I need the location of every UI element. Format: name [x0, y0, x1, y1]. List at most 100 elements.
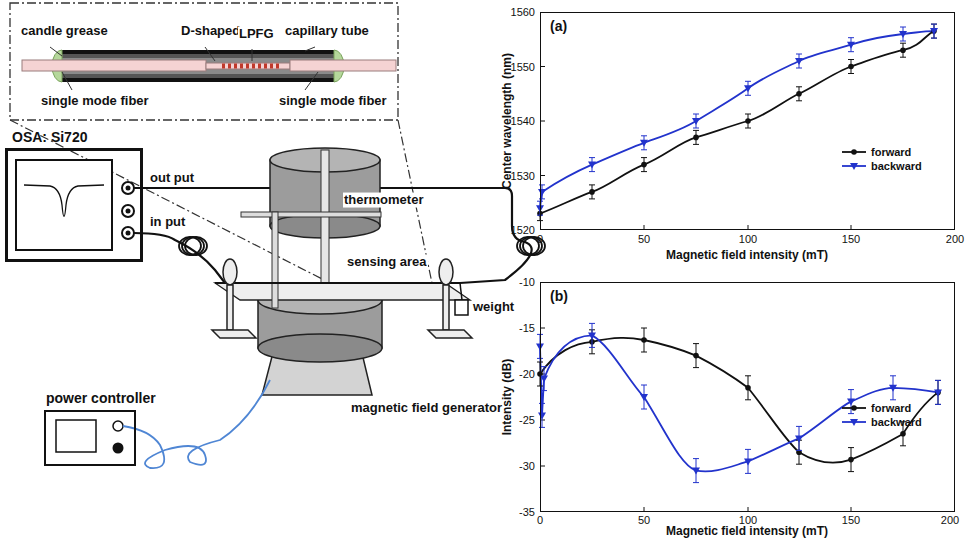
error-bar	[935, 380, 941, 404]
input-fiber	[134, 233, 225, 283]
axis-title: Magnetic field intensity (mT)	[666, 249, 828, 263]
node-heading: power controller	[46, 390, 156, 406]
part-label: weight	[472, 300, 515, 315]
tube-wall	[62, 50, 334, 54]
data-marker	[934, 389, 942, 396]
fiber-coil	[179, 237, 545, 255]
fiber-stand	[212, 259, 472, 338]
single-mode-fiber	[290, 60, 396, 71]
tick-label: 0	[537, 514, 543, 527]
error-bar	[589, 158, 595, 172]
part-label: thermometer	[343, 193, 424, 208]
error-bar	[931, 24, 937, 38]
osa-screen	[16, 160, 112, 250]
error-bar	[848, 38, 854, 52]
port-label: in put	[149, 215, 186, 230]
lpfg-grating	[222, 64, 279, 69]
axis-ticks	[540, 67, 851, 513]
error-bar	[900, 27, 906, 41]
backward-curve	[540, 335, 938, 471]
data-marker	[640, 394, 648, 401]
data-marker	[899, 31, 907, 38]
tick-label: 1530	[511, 169, 535, 182]
error-bar	[541, 367, 547, 391]
error-bar	[931, 24, 937, 38]
data-marker	[744, 458, 752, 465]
data-marker	[692, 118, 700, 125]
data-marker	[588, 332, 596, 339]
spectrum-dip	[24, 185, 104, 217]
error-bar	[796, 87, 802, 101]
data-marker	[744, 85, 752, 92]
chart-frame: (b)	[540, 282, 955, 512]
tick-label: 1560	[511, 6, 535, 19]
tick-label: -30	[519, 460, 535, 473]
node-heading: (a)	[550, 18, 567, 34]
data-marker	[745, 385, 751, 391]
error-bar	[745, 449, 751, 473]
osa-port	[122, 182, 134, 239]
tick-label: 1550	[511, 60, 535, 73]
d-shaped-fiber	[206, 63, 290, 69]
error-bar	[745, 376, 751, 400]
tick-label: 100	[739, 233, 757, 246]
sensing-fiber	[215, 282, 460, 284]
data-marker	[848, 64, 854, 70]
data-marker	[588, 162, 596, 169]
stage-plate	[215, 283, 470, 300]
part-label: magnetic field generator	[350, 401, 503, 416]
chart-frame: (a)	[540, 12, 955, 230]
error-bar	[900, 43, 906, 57]
legend-sample	[842, 152, 866, 422]
data-marker	[848, 457, 854, 463]
data-marker	[693, 135, 699, 141]
node-heading: (b)	[550, 288, 568, 304]
data-marker	[847, 399, 855, 406]
data-marker	[640, 140, 648, 147]
error-bar	[693, 459, 699, 483]
node-heading: OSA: Si720	[12, 129, 87, 145]
error-bar	[693, 130, 699, 144]
error-bar	[641, 328, 647, 352]
error-bar	[693, 114, 699, 128]
data-marker	[589, 189, 595, 195]
error-bar	[641, 136, 647, 150]
error-bar	[589, 185, 595, 199]
data-marker	[900, 47, 906, 53]
backward-curve	[540, 31, 934, 208]
data-marker	[540, 376, 548, 383]
data-marker	[796, 91, 802, 97]
tick-label: -20	[519, 368, 535, 381]
part-label: D-shaped	[180, 24, 241, 39]
data-marker	[930, 28, 938, 35]
data-marker	[889, 385, 897, 392]
error-bar	[693, 344, 699, 368]
data-marker	[795, 58, 803, 65]
error-bar	[796, 54, 802, 68]
data-marker	[693, 353, 699, 359]
data-marker	[692, 468, 700, 475]
axis-title: Center wavelength (nm)	[501, 53, 515, 189]
leader-lines	[50, 47, 318, 90]
data-marker	[745, 118, 751, 124]
part-label: capillary tube	[284, 24, 370, 39]
axis-title: Intensity (dB)	[501, 359, 515, 436]
axis-title: Magnetic field intensity (mT)	[666, 525, 828, 539]
error-bar	[890, 376, 896, 400]
legend-text: forward	[871, 146, 911, 159]
tick-label: 1540	[511, 115, 535, 128]
tick-label: 1520	[511, 224, 535, 237]
tick-label: 50	[638, 514, 650, 527]
part-label: candle grease	[20, 24, 109, 39]
forward-curve	[540, 338, 938, 463]
part-label: sensing area	[346, 255, 428, 270]
error-bar	[641, 385, 647, 409]
tick-label: 50	[638, 233, 650, 246]
weight	[455, 300, 468, 315]
legend-text: forward	[871, 402, 911, 415]
single-mode-fiber	[22, 60, 206, 71]
data-marker	[641, 337, 647, 343]
tick-label: 150	[842, 233, 860, 246]
tick-label: 0	[537, 233, 543, 246]
